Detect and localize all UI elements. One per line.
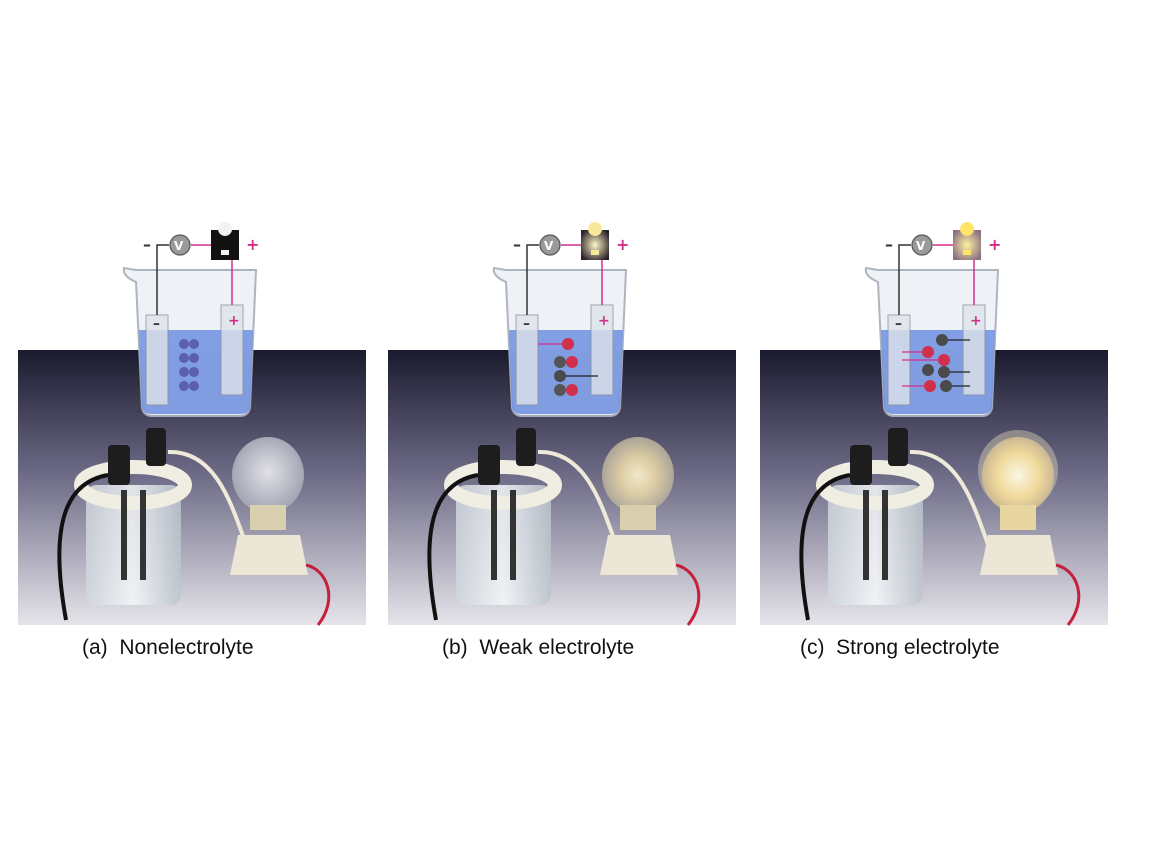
caption-nonelectrolyte: (a) Nonelectrolyte bbox=[82, 636, 254, 659]
plus-terminal-label: + bbox=[246, 235, 259, 254]
minus-terminal-label: – bbox=[513, 235, 521, 254]
panel-strong-electrolyte: + – – V + bbox=[760, 220, 1110, 630]
panel-weak-electrolyte: + – – V + bbox=[388, 220, 738, 630]
beaker-diagram: + – bbox=[122, 244, 258, 417]
cathode-minus-label: – bbox=[153, 316, 160, 332]
circuit-symbols: – V + bbox=[143, 222, 259, 260]
ions bbox=[538, 338, 598, 396]
photo-apparatus bbox=[799, 428, 1081, 626]
caption-weak-electrolyte: (b) Weak electrolyte bbox=[442, 636, 635, 659]
minus-terminal-label: – bbox=[885, 235, 893, 254]
beaker-diagram: + – bbox=[864, 244, 1000, 417]
voltmeter-icon bbox=[539, 234, 561, 256]
anode-plus-label: + bbox=[598, 313, 610, 329]
panel-nonelectrolyte: + – – V + bbox=[18, 220, 368, 630]
voltmeter-label: V bbox=[544, 239, 554, 253]
ions bbox=[902, 334, 970, 392]
voltmeter-icon bbox=[169, 234, 191, 256]
circuit-symbols: – V + bbox=[885, 222, 1001, 260]
molecules bbox=[179, 339, 199, 391]
voltmeter-label: V bbox=[916, 239, 926, 253]
voltmeter-icon bbox=[911, 234, 933, 256]
panel-c-illustration: + – – V + bbox=[760, 222, 1108, 626]
anode-plus-label: + bbox=[970, 313, 982, 329]
caption-strong-electrolyte: (c) Strong electrolyte bbox=[800, 636, 1000, 659]
cathode-minus-label: – bbox=[523, 316, 530, 332]
circuit-symbols: – V + bbox=[513, 222, 629, 260]
panel-a-illustration: + – – V + bbox=[18, 222, 366, 626]
plus-terminal-label: + bbox=[988, 235, 1001, 254]
beaker-diagram: + – bbox=[492, 244, 628, 417]
photo-apparatus bbox=[427, 428, 701, 626]
voltmeter-label: V bbox=[174, 239, 184, 253]
panel-b-illustration: + – – V + bbox=[388, 222, 736, 626]
anode-plus-label: + bbox=[228, 313, 240, 329]
cathode-minus-label: – bbox=[895, 316, 902, 332]
plus-terminal-label: + bbox=[616, 235, 629, 254]
minus-terminal-label: – bbox=[143, 235, 151, 254]
photo-apparatus bbox=[57, 428, 331, 626]
